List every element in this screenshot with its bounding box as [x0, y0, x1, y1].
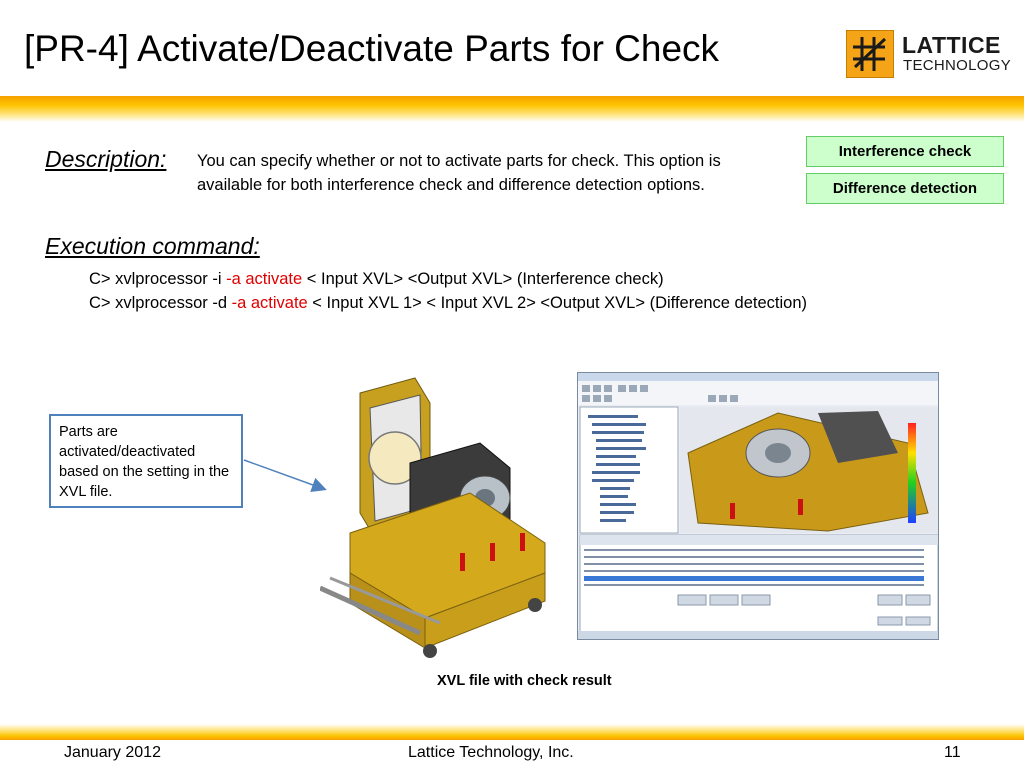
- slide-title: [PR-4] Activate/Deactivate Parts for Che…: [24, 28, 720, 69]
- command-prefix: C> xvlprocessor -d: [89, 294, 232, 312]
- callout-box: Parts are activated/deactivated based on…: [49, 414, 243, 508]
- machine-model-image: [320, 377, 546, 658]
- footer-company: Lattice Technology, Inc.: [408, 744, 574, 761]
- command-line-interference: C> xvlprocessor -i -a activate < Input X…: [89, 270, 664, 289]
- logo-text-lattice: LATTICE: [902, 32, 1001, 58]
- difference-detection-tag: Difference detection: [806, 173, 1004, 204]
- footer-divider-bar: [0, 724, 1024, 740]
- callout-arrow-icon: [243, 459, 327, 492]
- command-prefix: C> xvlprocessor -i: [89, 270, 227, 288]
- lattice-mark-icon: [846, 30, 894, 78]
- command-line-difference: C> xvlprocessor -d -a activate < Input X…: [89, 294, 807, 313]
- description-text: You can specify whether or not to activa…: [197, 152, 721, 194]
- page-number: 11: [944, 744, 961, 761]
- lattice-logo: LATTICE TECHNOLOGY: [846, 30, 1011, 78]
- footer-date: January 2012: [64, 744, 161, 761]
- logo-text-technology: TECHNOLOGY: [903, 57, 1012, 74]
- command-suffix: < Input XVL 1> < Input XVL 2> <Output XV…: [307, 294, 808, 312]
- figure-caption: XVL file with check result: [437, 673, 612, 689]
- xvl-studio-screenshot: [577, 372, 939, 640]
- description-label: Description:: [45, 146, 167, 172]
- header-divider-bar: [0, 96, 1024, 122]
- command-option-highlight: -a activate: [226, 270, 303, 288]
- command-option-highlight: -a activate: [231, 294, 308, 312]
- execution-command-label: Execution command:: [45, 233, 260, 259]
- command-suffix: < Input XVL> <Output XVL> (Interference …: [302, 270, 664, 288]
- interference-check-tag: Interference check: [806, 136, 1004, 167]
